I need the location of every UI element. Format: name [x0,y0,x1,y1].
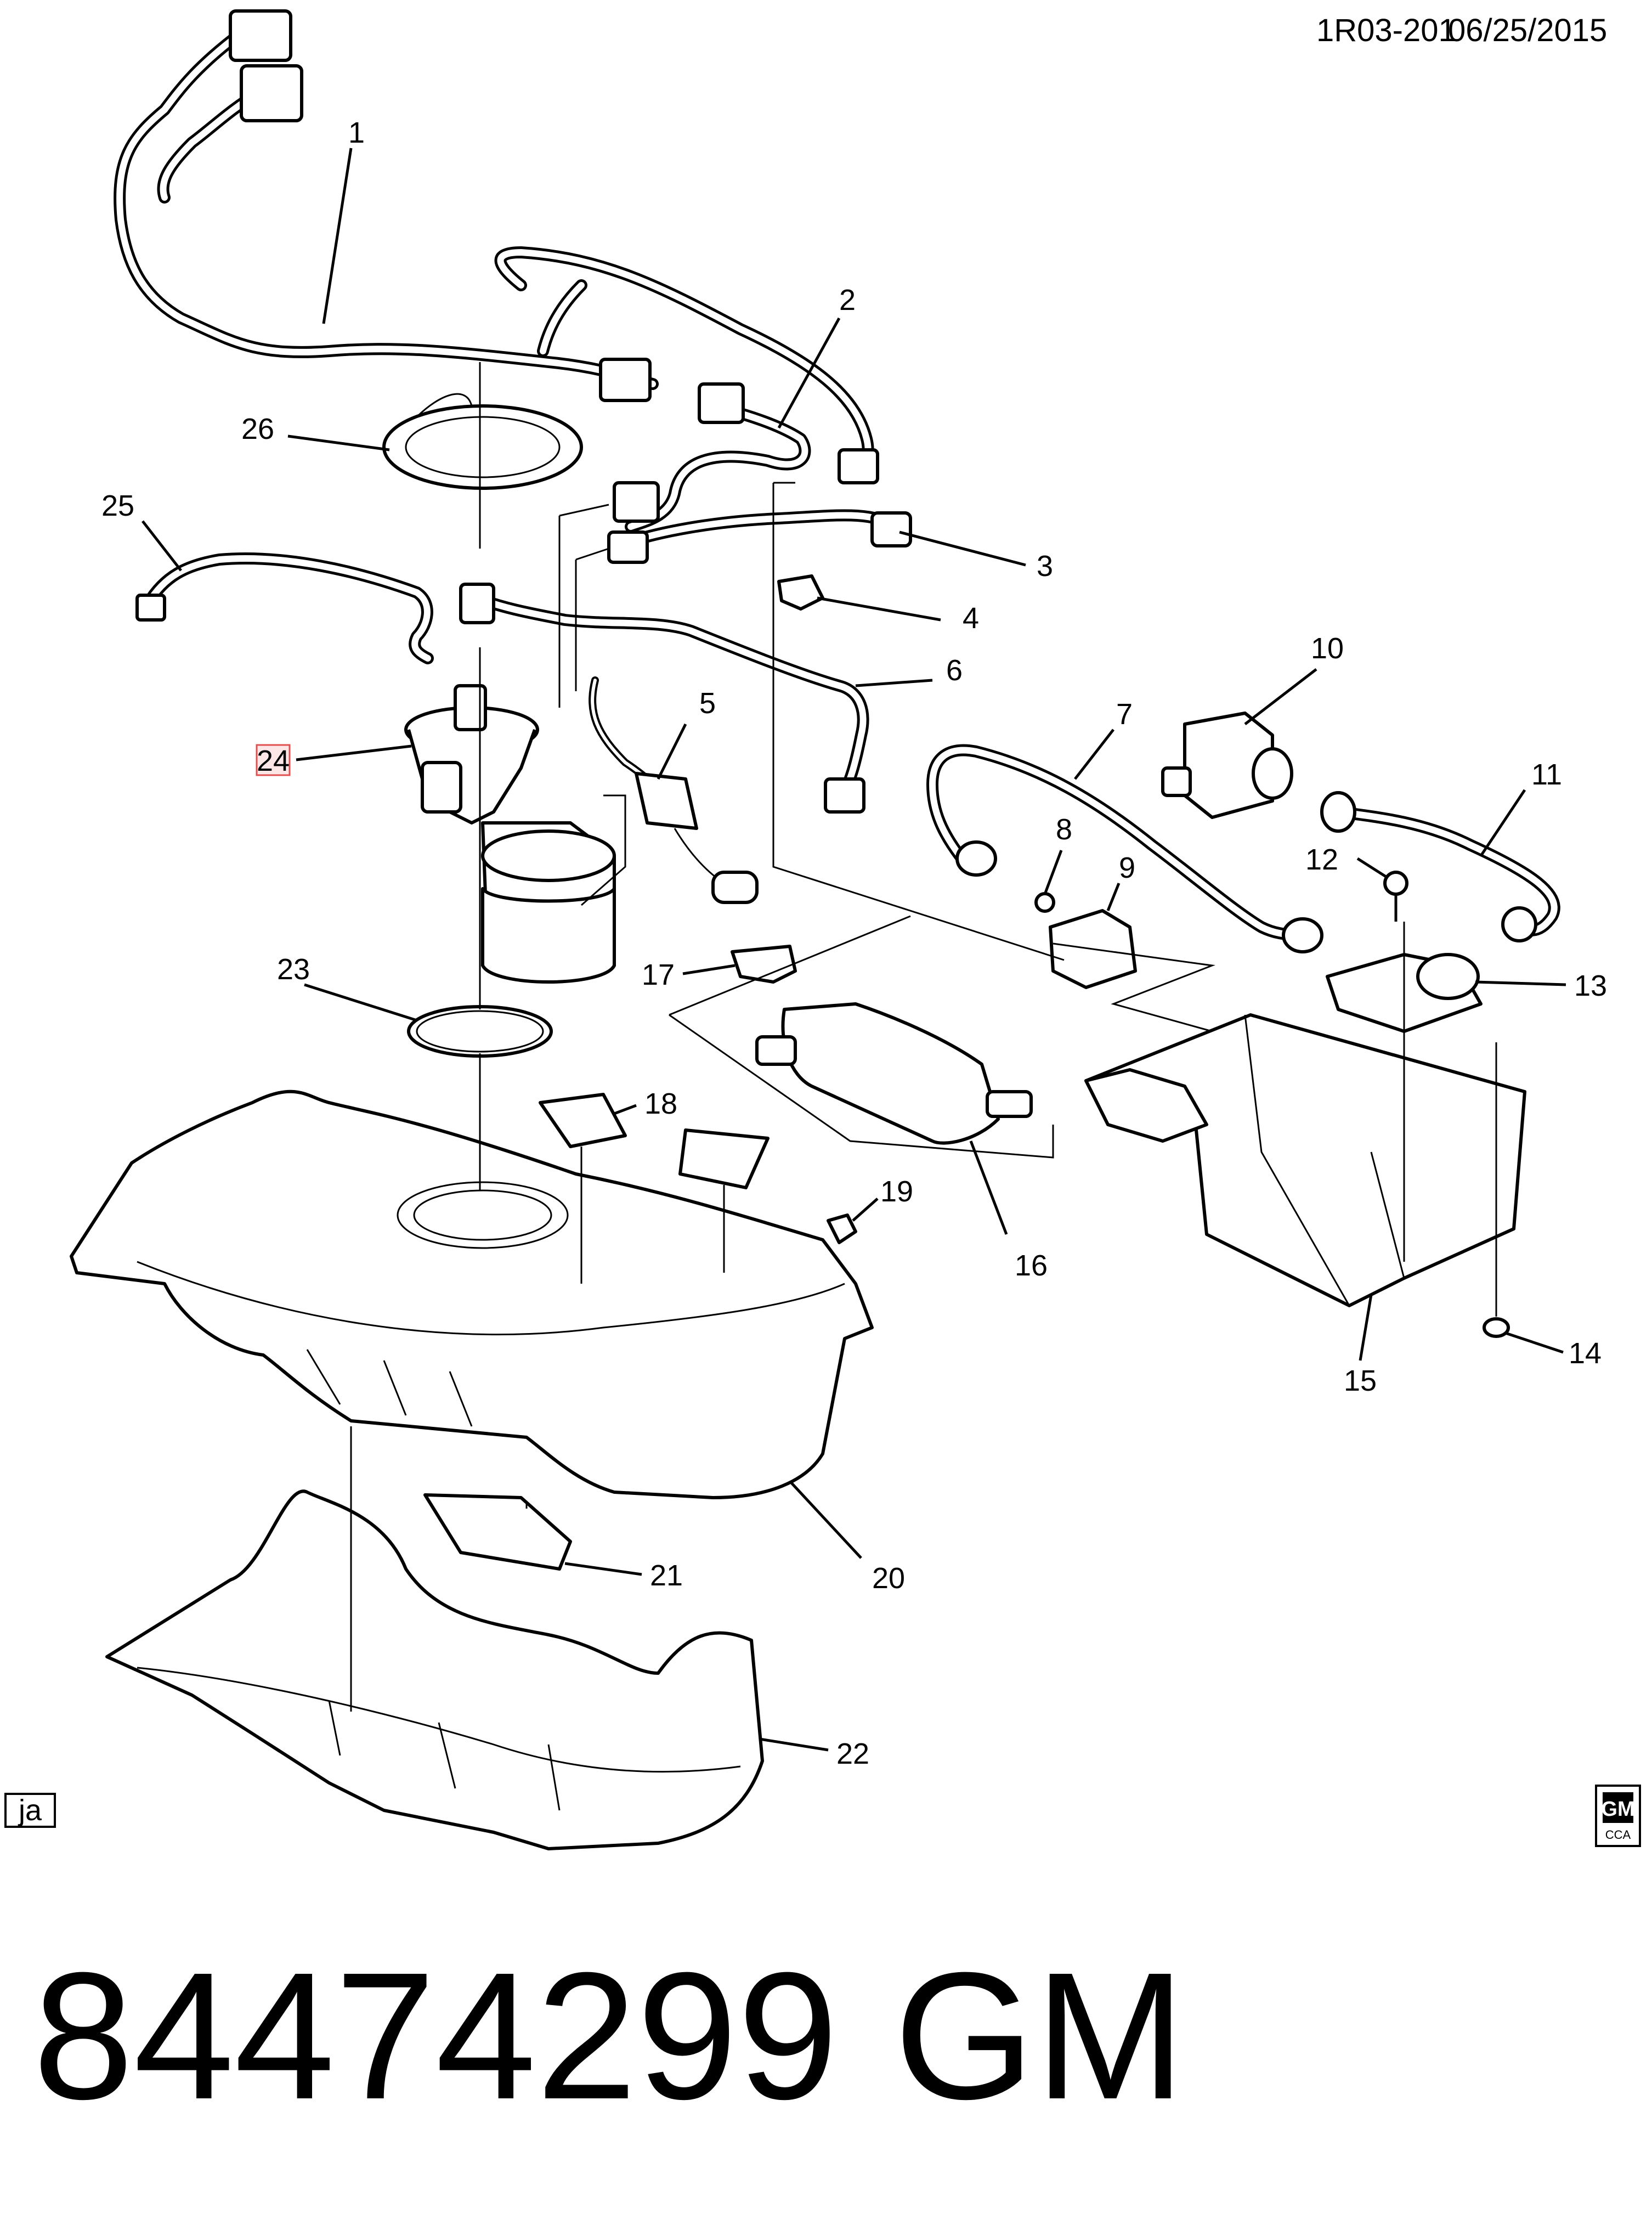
part-2-wiring-harness[interactable] [494,246,879,533]
callout-5: 5 [699,687,716,720]
callout-11: 11 [1531,758,1562,791]
callout-17: 17 [642,958,675,991]
part-18-insulator-pads[interactable] [539,1093,770,1189]
footer-part-number: 84474299 [33,1934,838,2137]
corner-text-left: ja [18,1794,42,1827]
callout-21: 21 [650,1559,683,1592]
part-21-tank-pad[interactable] [423,1493,572,1571]
part-16-fuel-filter[interactable] [755,1002,1033,1145]
part-11-evap-hose[interactable] [1320,791,1560,942]
footer-brand: GM [894,1934,1186,2137]
callout-4: 4 [963,602,979,635]
callout-12: 12 [1305,843,1338,876]
diagram-code: 1R03-201 [1316,13,1456,48]
part-25-vent-line[interactable] [135,552,434,664]
callout-13: 13 [1574,969,1607,1002]
callout-14: 14 [1569,1337,1602,1370]
callout-3: 3 [1037,550,1053,583]
callout-26: 26 [241,413,274,445]
callout-24-highlight [256,744,291,776]
part-15-canister-bracket[interactable] [1084,1013,1526,1307]
callout-22: 22 [836,1737,869,1770]
part-7-evap-line[interactable] [926,744,1323,953]
part-22-tank-shield[interactable] [105,1489,764,1850]
callout-16: 16 [1015,1249,1048,1282]
callout-2: 2 [839,284,856,317]
part-3-fuel-feed-line[interactable] [607,509,912,564]
part-26-lock-ring[interactable] [382,393,583,490]
callout-15: 15 [1344,1364,1377,1397]
part-4-clip[interactable] [777,574,824,611]
part-8-nut[interactable] [1034,892,1055,913]
part-14-clip[interactable] [1483,1317,1510,1338]
part-24-fuel-pump-module[interactable] [404,684,616,984]
gm-logo-icon: GM CCA [1595,1785,1641,1847]
part-23-seal-ring[interactable] [407,1005,553,1058]
gm-logo-sub: CCA [1605,1828,1631,1842]
part-10-evap-canister-filter[interactable] [1161,712,1293,819]
callout-8: 8 [1056,813,1072,846]
part-12-bolt[interactable] [1383,871,1408,922]
callout-25: 25 [101,489,134,522]
part-6-fuel-line[interactable] [459,583,869,814]
callout-7: 7 [1116,698,1133,731]
callout-20: 20 [872,1562,905,1595]
gm-logo-text: GM [1601,1798,1634,1821]
diagram-date: 06/25/2015 [1448,13,1607,48]
part-19-fastener[interactable] [827,1213,857,1244]
part-20-fuel-tank[interactable] [70,1089,874,1499]
part-1-wiring-harness[interactable] [114,9,659,402]
part-5-fuel-level-sensor[interactable] [589,676,759,904]
callout-18: 18 [644,1087,677,1120]
corner-box-left [4,1793,56,1828]
callout-1: 1 [348,116,365,149]
callout-10: 10 [1311,632,1344,665]
part-17-sensor[interactable] [731,945,797,984]
callout-9: 9 [1119,851,1135,884]
callout-6: 6 [946,654,963,687]
callout-23: 23 [277,953,310,986]
callout-19: 19 [880,1175,913,1208]
callout-24: 24 [257,744,290,777]
